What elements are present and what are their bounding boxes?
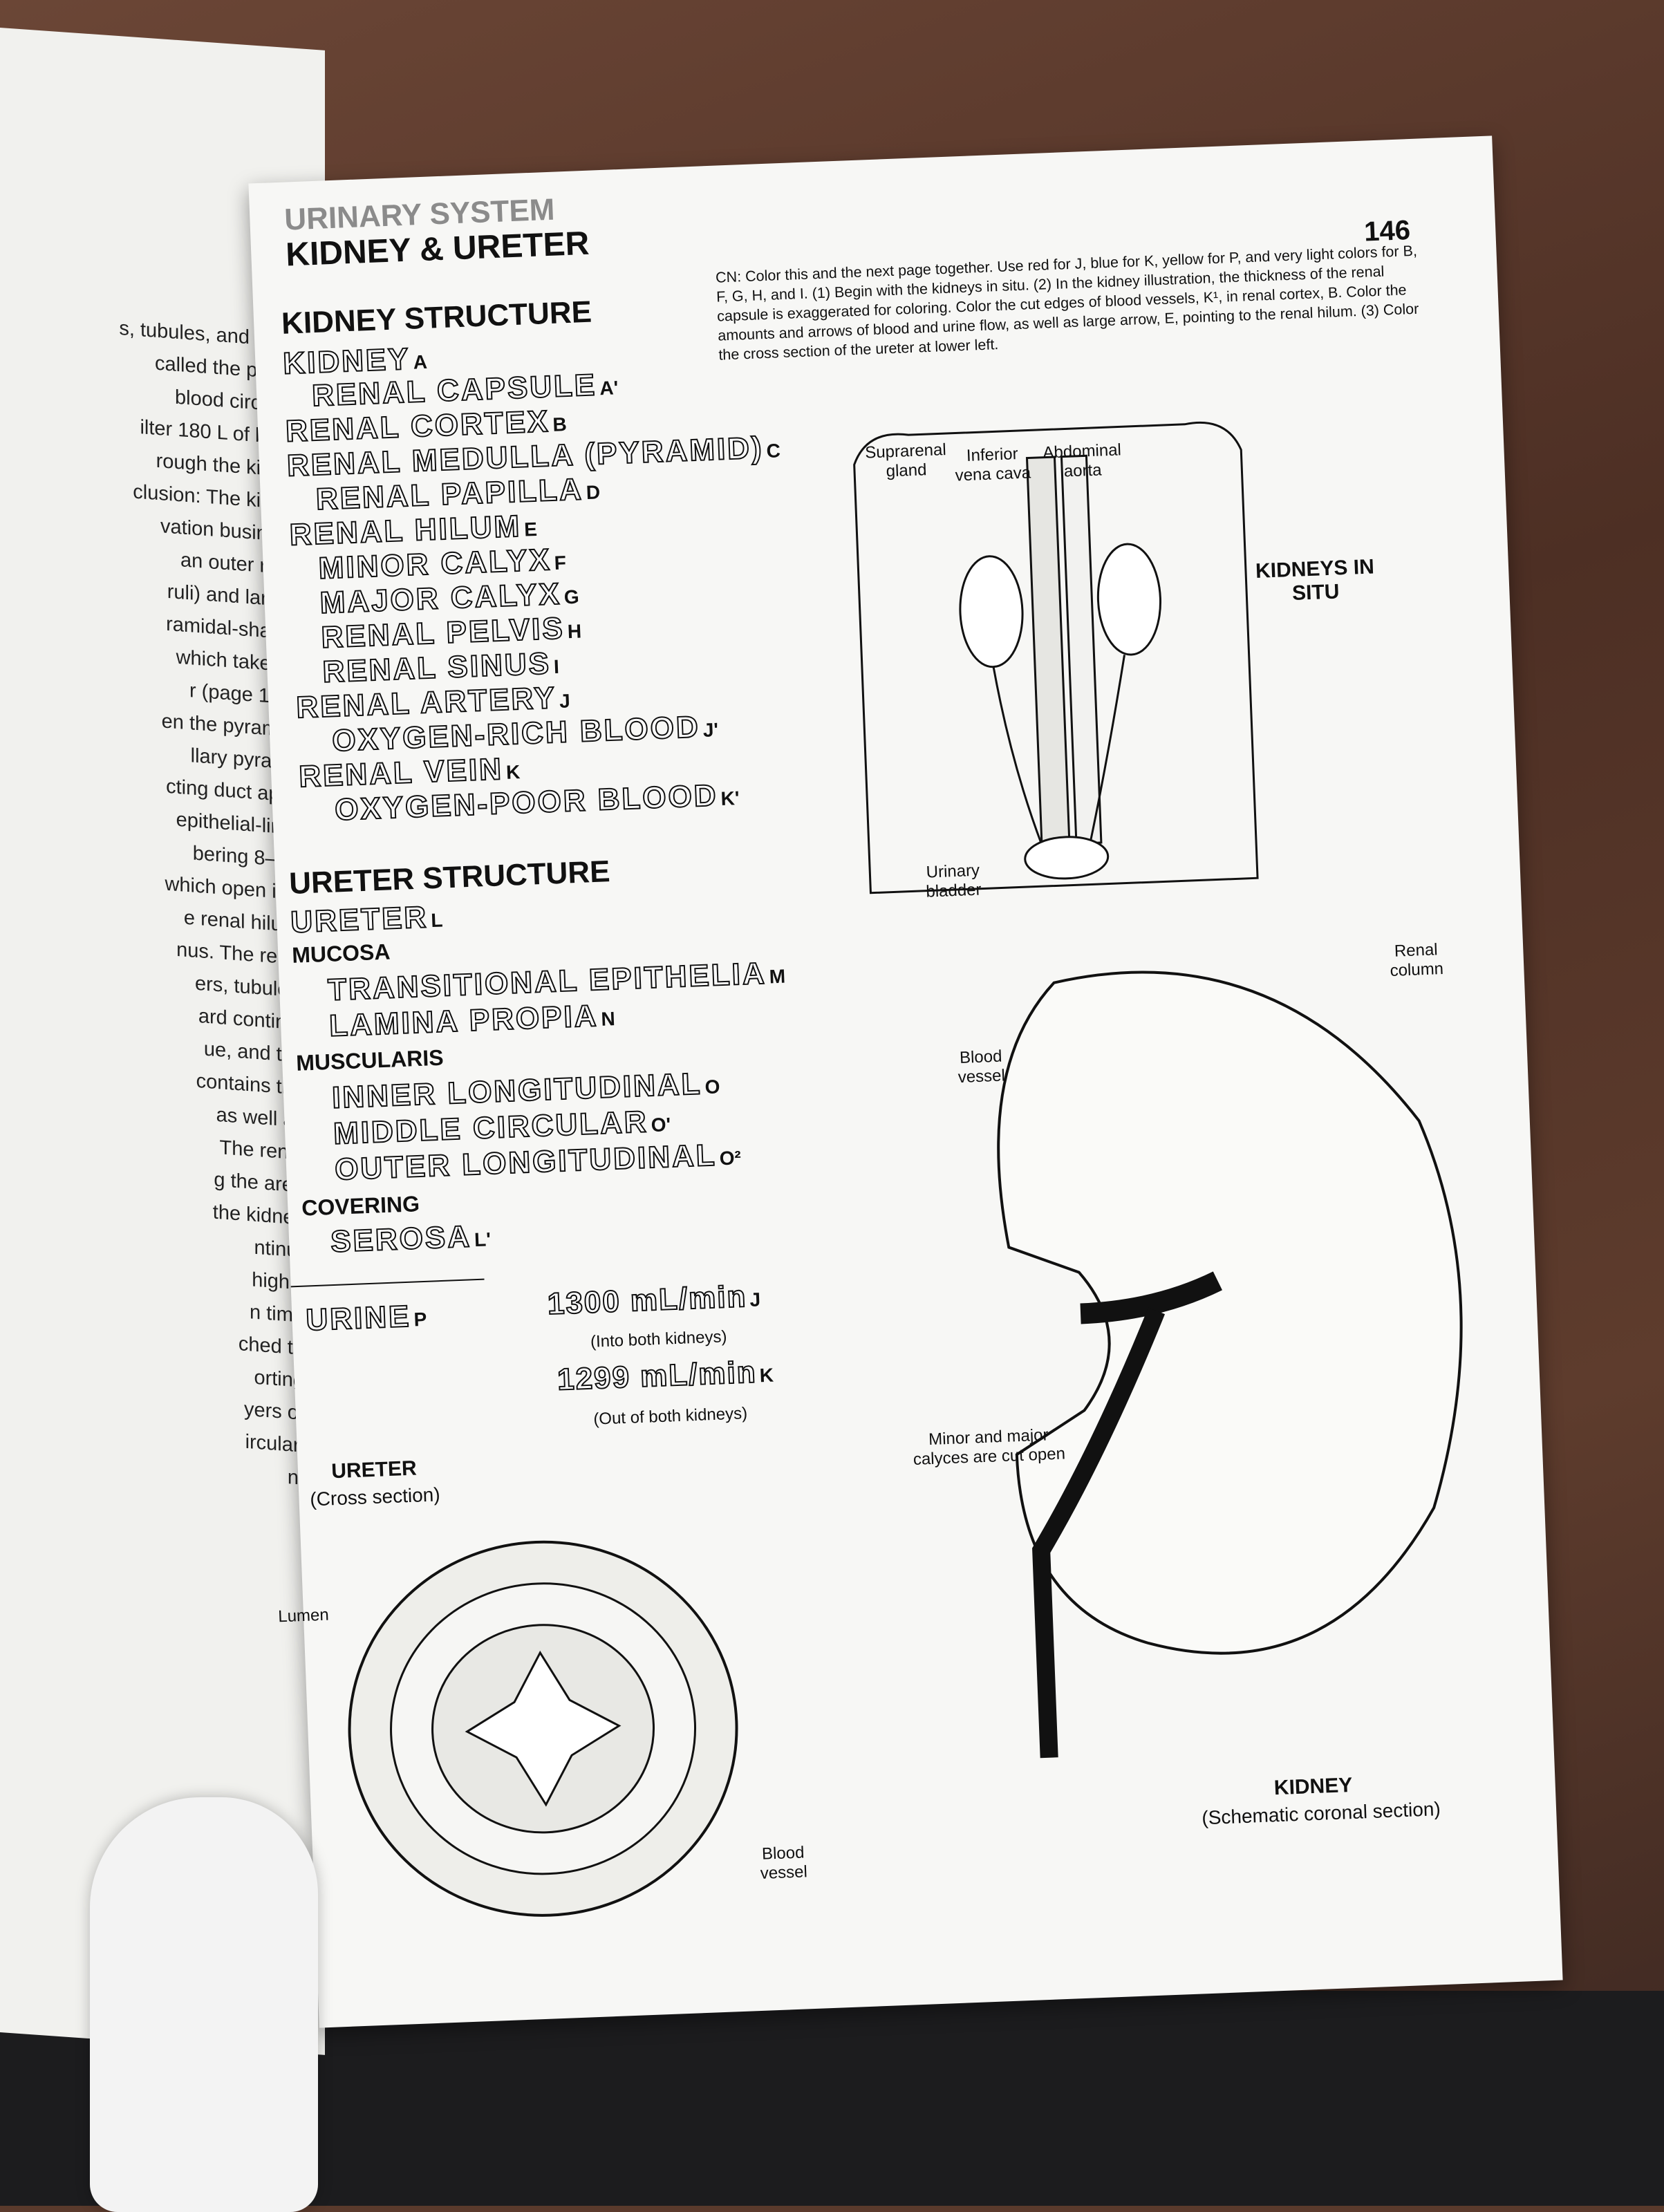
hand <box>90 1797 318 2212</box>
blood-in-rate: 1300 mL/minJ <box>547 1279 761 1322</box>
term-serosa: SEROSAL' <box>330 1219 491 1259</box>
label-lumen: Lumen <box>262 1605 346 1628</box>
label-renal-column: Renal column <box>1371 939 1462 982</box>
divider <box>291 1279 485 1288</box>
label-suprarenal-gland: Suprarenal gland <box>864 440 948 482</box>
blood-in-note: (Into both kidneys) <box>590 1327 727 1352</box>
left-page-text: s, tubules, and blood called the paren- … <box>0 303 304 1495</box>
kidneys-in-situ-caption: KIDNEYS IN SITU <box>1252 555 1378 607</box>
label-urinary-bladder: Urinary bladder <box>911 861 995 903</box>
label-abdominal-aorta: Abdominal aorta <box>1040 440 1125 482</box>
kidney-outline <box>991 960 1473 1661</box>
bladder-shape <box>1025 836 1109 881</box>
ureter-structure-heading: URETER STRUCTURE <box>288 854 610 901</box>
ureter-subcaption: (Cross section) <box>292 1483 458 1511</box>
label-inferior-vena-cava: Inferior vena cava <box>954 444 1031 485</box>
coloring-instructions: CN: Color this and the next page togethe… <box>716 241 1431 364</box>
label-calyces-cut-open: Minor and major calyces are cut open <box>905 1425 1072 1470</box>
label-blood-vessel: Blood vessel <box>946 1047 1016 1088</box>
muscularis-label: MUSCULARIS <box>296 1045 445 1076</box>
label-ureter-blood-vessel: Blood vessel <box>748 1843 819 1884</box>
ureter-caption: URETER <box>311 1456 436 1484</box>
blood-out-rate: 1299 mL/minK <box>557 1355 774 1398</box>
term-urine: URINEP <box>306 1299 427 1338</box>
left-ureter-shape <box>993 665 1042 846</box>
kidney-structure-heading: KIDNEY STRUCTURE <box>281 295 592 341</box>
right-kidney-shape <box>1096 543 1162 655</box>
ureter-cross-section-diagram <box>328 1512 787 1971</box>
covering-label: COVERING <box>301 1191 420 1221</box>
workbook-page: URINARY SYSTEM KIDNEY & URETER 146 CN: C… <box>248 135 1562 2027</box>
term-ureter: URETERL <box>290 900 444 940</box>
left-kidney-shape <box>958 555 1025 668</box>
mucosa-label: MUCOSA <box>292 939 391 968</box>
blood-out-note: (Out of both kidneys) <box>593 1404 748 1430</box>
